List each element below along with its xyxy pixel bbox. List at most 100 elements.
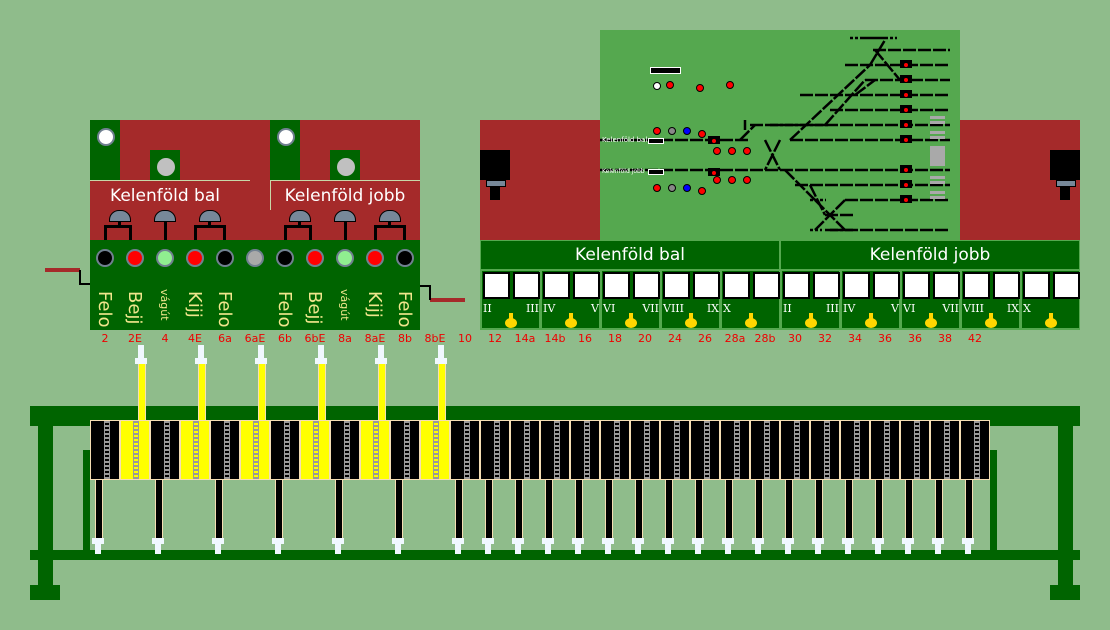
lever-rod[interactable] xyxy=(155,480,163,538)
lever-handle-stem[interactable] xyxy=(815,544,821,554)
lever-handle-stem[interactable] xyxy=(95,544,101,554)
route-button[interactable] xyxy=(603,272,630,299)
lever-handle-stem[interactable] xyxy=(258,345,264,358)
lever[interactable] xyxy=(840,420,870,480)
lever-rod[interactable] xyxy=(875,480,883,538)
lever-handle-stem[interactable] xyxy=(755,544,761,554)
lever-handle-stem[interactable] xyxy=(905,544,911,554)
lever-handle[interactable] xyxy=(722,538,734,544)
lever-handle[interactable] xyxy=(375,358,387,364)
lever-handle[interactable] xyxy=(542,538,554,544)
lever-rod[interactable] xyxy=(198,364,206,420)
lever[interactable] xyxy=(390,420,420,480)
lever-handle-stem[interactable] xyxy=(438,345,444,358)
lever-handle[interactable] xyxy=(842,538,854,544)
route-button[interactable] xyxy=(933,272,960,299)
lever-handle-stem[interactable] xyxy=(965,544,971,554)
lever[interactable] xyxy=(810,420,840,480)
lever[interactable] xyxy=(630,420,660,480)
diagram-lamp[interactable] xyxy=(666,81,674,89)
lever-rod[interactable] xyxy=(635,480,643,538)
route-button[interactable] xyxy=(723,272,750,299)
lever-rod[interactable] xyxy=(258,364,266,420)
lever-rod[interactable] xyxy=(455,480,463,538)
route-button[interactable] xyxy=(903,272,930,299)
lever[interactable] xyxy=(930,420,960,480)
route-button[interactable] xyxy=(753,272,780,299)
route-button[interactable] xyxy=(573,272,600,299)
lever-rod[interactable] xyxy=(95,480,103,538)
lever-pulled[interactable] xyxy=(300,420,330,480)
lever-handle-stem[interactable] xyxy=(215,544,221,554)
lever-handle-stem[interactable] xyxy=(935,544,941,554)
lever-handle[interactable] xyxy=(872,538,884,544)
lever-rod[interactable] xyxy=(335,480,343,538)
lever-handle-stem[interactable] xyxy=(725,544,731,554)
lever-handle[interactable] xyxy=(572,538,584,544)
lever-rod[interactable] xyxy=(785,480,793,538)
route-button[interactable] xyxy=(813,272,840,299)
route-button[interactable] xyxy=(993,272,1020,299)
lever[interactable] xyxy=(570,420,600,480)
lever-rod[interactable] xyxy=(695,480,703,538)
diagram-lamp[interactable] xyxy=(683,184,691,192)
lever-handle-stem[interactable] xyxy=(785,544,791,554)
lever-handle[interactable] xyxy=(272,538,284,544)
lever-handle-stem[interactable] xyxy=(155,544,161,554)
lever-handle-stem[interactable] xyxy=(695,544,701,554)
lever-handle[interactable] xyxy=(135,358,147,364)
lever[interactable] xyxy=(150,420,180,480)
lever-handle[interactable] xyxy=(962,538,974,544)
lever-handle[interactable] xyxy=(92,538,104,544)
route-button[interactable] xyxy=(663,272,690,299)
lever-handle-stem[interactable] xyxy=(665,544,671,554)
lever-handle-stem[interactable] xyxy=(138,345,144,358)
lever-handle[interactable] xyxy=(932,538,944,544)
lever[interactable] xyxy=(540,420,570,480)
diagram-lamp[interactable] xyxy=(653,82,661,90)
lever-pulled[interactable] xyxy=(240,420,270,480)
lever[interactable] xyxy=(210,420,240,480)
lever[interactable] xyxy=(90,420,120,480)
lever-handle[interactable] xyxy=(152,538,164,544)
lever-handle-stem[interactable] xyxy=(575,544,581,554)
lever-handle-stem[interactable] xyxy=(845,544,851,554)
diagram-lamp[interactable] xyxy=(726,81,734,89)
lever-rod[interactable] xyxy=(395,480,403,538)
lever-rod[interactable] xyxy=(725,480,733,538)
lever-handle-stem[interactable] xyxy=(455,544,461,554)
lever[interactable] xyxy=(720,420,750,480)
lever-handle[interactable] xyxy=(692,538,704,544)
lever-handle-stem[interactable] xyxy=(545,544,551,554)
lever-handle-stem[interactable] xyxy=(515,544,521,554)
lever-rod[interactable] xyxy=(935,480,943,538)
lever-pulled[interactable] xyxy=(360,420,390,480)
route-button[interactable] xyxy=(783,272,810,299)
lever-handle[interactable] xyxy=(902,538,914,544)
lever-handle[interactable] xyxy=(212,538,224,544)
diagram-lamp[interactable] xyxy=(696,84,704,92)
lever-rod[interactable] xyxy=(965,480,973,538)
lever-handle-stem[interactable] xyxy=(335,544,341,554)
lever-rod[interactable] xyxy=(605,480,613,538)
lever[interactable] xyxy=(510,420,540,480)
lever-rod[interactable] xyxy=(378,364,386,420)
lever-pulled[interactable] xyxy=(120,420,150,480)
lever-handle[interactable] xyxy=(512,538,524,544)
lever-handle[interactable] xyxy=(452,538,464,544)
lever-handle-stem[interactable] xyxy=(635,544,641,554)
route-button[interactable] xyxy=(543,272,570,299)
lever-rod[interactable] xyxy=(815,480,823,538)
diagram-lamp[interactable] xyxy=(698,130,706,138)
lever-handle[interactable] xyxy=(315,358,327,364)
diagram-lamp[interactable] xyxy=(698,187,706,195)
lever[interactable] xyxy=(690,420,720,480)
lever-handle-stem[interactable] xyxy=(485,544,491,554)
lever-rod[interactable] xyxy=(905,480,913,538)
lever-handle[interactable] xyxy=(602,538,614,544)
lever-handle[interactable] xyxy=(782,538,794,544)
diagram-lamp[interactable] xyxy=(668,127,676,135)
lever[interactable] xyxy=(750,420,780,480)
lever-handle-stem[interactable] xyxy=(875,544,881,554)
lever[interactable] xyxy=(450,420,480,480)
